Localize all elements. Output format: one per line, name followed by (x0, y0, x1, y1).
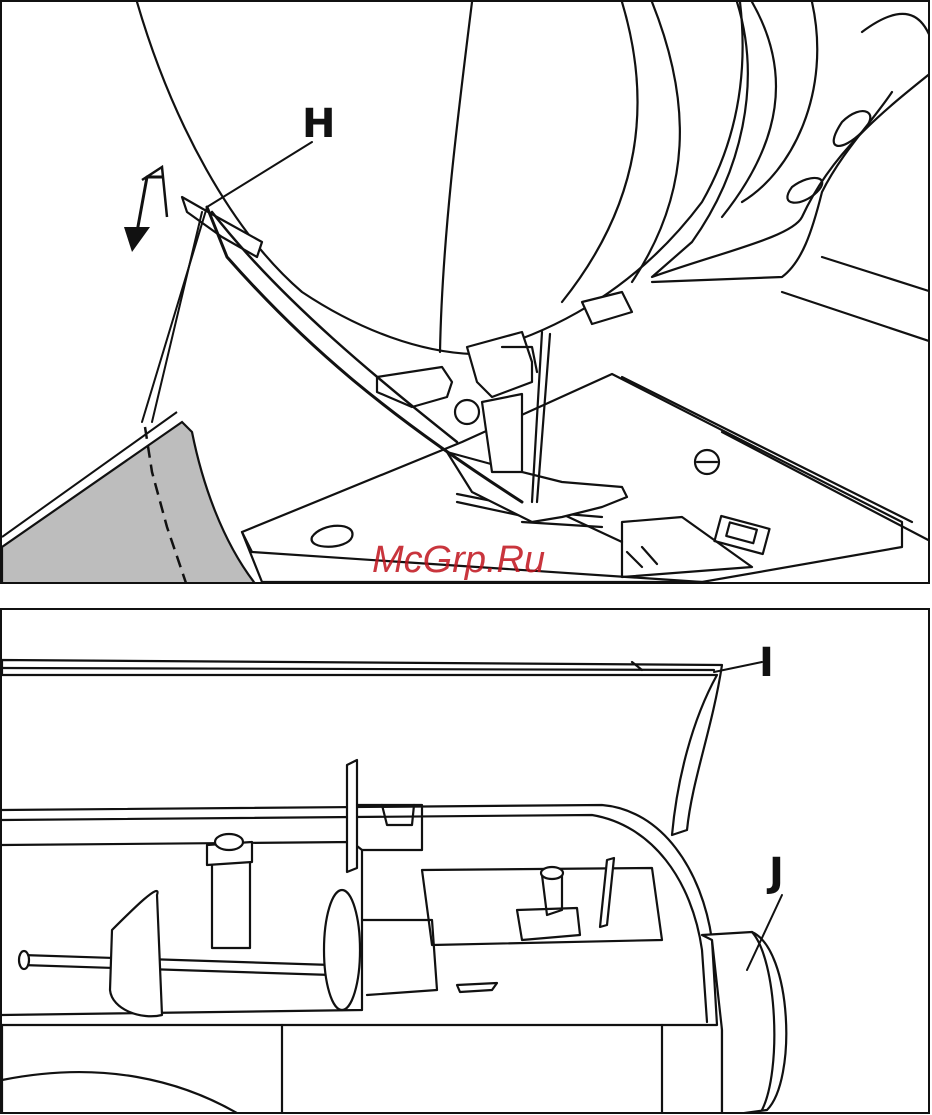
top-cover-spool-pin-drawing: I J (2, 610, 930, 1114)
top-illustration-panel: H (0, 0, 930, 584)
watermark-text: McGrp.Ru (372, 539, 545, 581)
watermark-layer: McGrp.Ru (0, 530, 932, 590)
arrowhead-icon (124, 227, 150, 252)
callout-i: I (759, 640, 774, 686)
machine-head-outline (137, 2, 743, 354)
bottom-illustration-panel: I J (0, 608, 930, 1114)
callout-h: H (302, 101, 335, 147)
presser-foot-thread-cutter-drawing: H (2, 2, 930, 584)
callout-j: J (766, 850, 784, 896)
spool-cap-right (324, 890, 360, 1010)
pull-arrow-icon (137, 177, 162, 232)
thread-guide-plate (347, 760, 357, 872)
